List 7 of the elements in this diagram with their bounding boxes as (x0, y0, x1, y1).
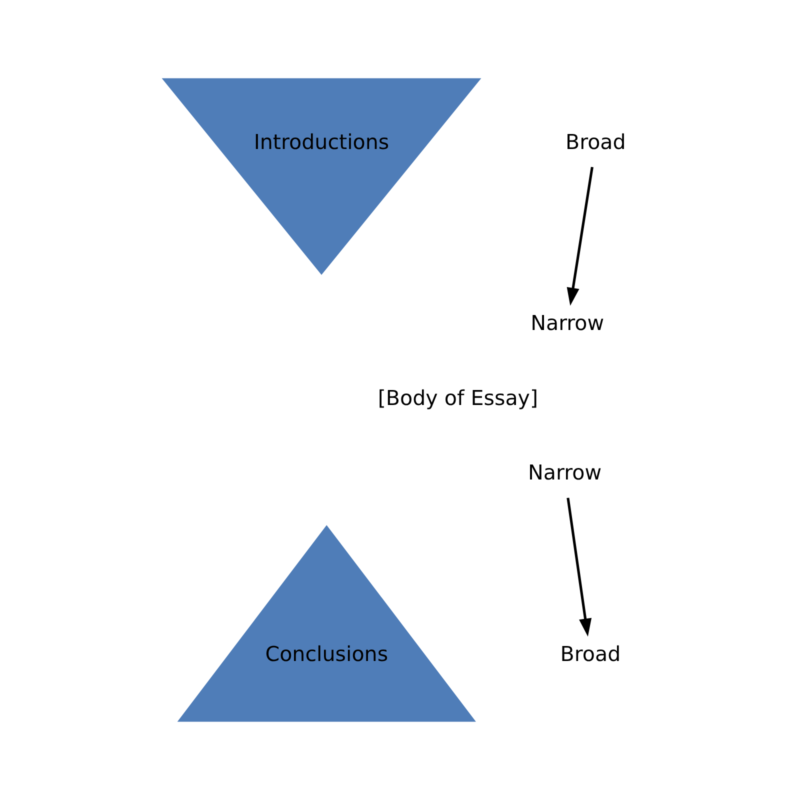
arrow (566, 498, 592, 637)
node-text: Narrow (528, 460, 602, 485)
node-text: Narrow (530, 311, 604, 336)
label: [Body of Essay] (378, 386, 538, 410)
node-text: Broad (565, 130, 626, 154)
node-text: Broad (560, 642, 621, 666)
arrow (566, 166, 594, 306)
